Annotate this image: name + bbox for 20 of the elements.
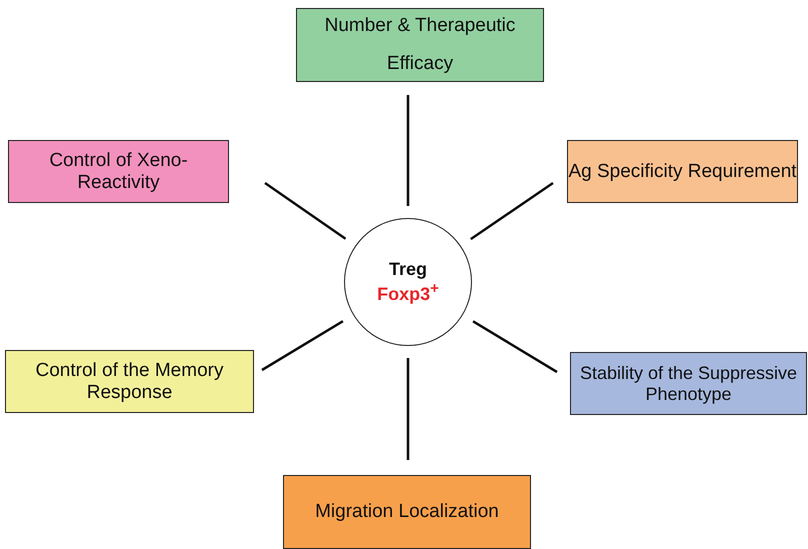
cell-name: Treg bbox=[388, 259, 427, 280]
topic-box bbox=[570, 352, 807, 415]
topic-label: Ag Specificity Requirement bbox=[568, 160, 797, 182]
connector-line bbox=[406, 95, 410, 206]
topic-label: Number & Therapeutic Efficacy bbox=[324, 14, 516, 76]
topic-label: Stability of the Suppressive Phenotype bbox=[578, 362, 798, 404]
connector-line bbox=[472, 320, 558, 374]
topic-label: Migration Localization bbox=[315, 500, 499, 524]
topic-box bbox=[8, 140, 229, 203]
marker-label: Foxp3$^{+}$ bbox=[377, 280, 439, 305]
topic-box bbox=[5, 350, 254, 413]
connector-line bbox=[261, 320, 344, 372]
topic-box bbox=[567, 140, 798, 203]
connector-line bbox=[470, 182, 554, 240]
topic-label: Control of Xeno-Reactivity bbox=[48, 150, 189, 194]
topic-box bbox=[296, 8, 544, 82]
topic-box bbox=[283, 475, 531, 549]
connector-line bbox=[264, 182, 346, 240]
topic-label: Control of the Memory Response bbox=[34, 360, 224, 404]
connector-line bbox=[406, 358, 410, 460]
